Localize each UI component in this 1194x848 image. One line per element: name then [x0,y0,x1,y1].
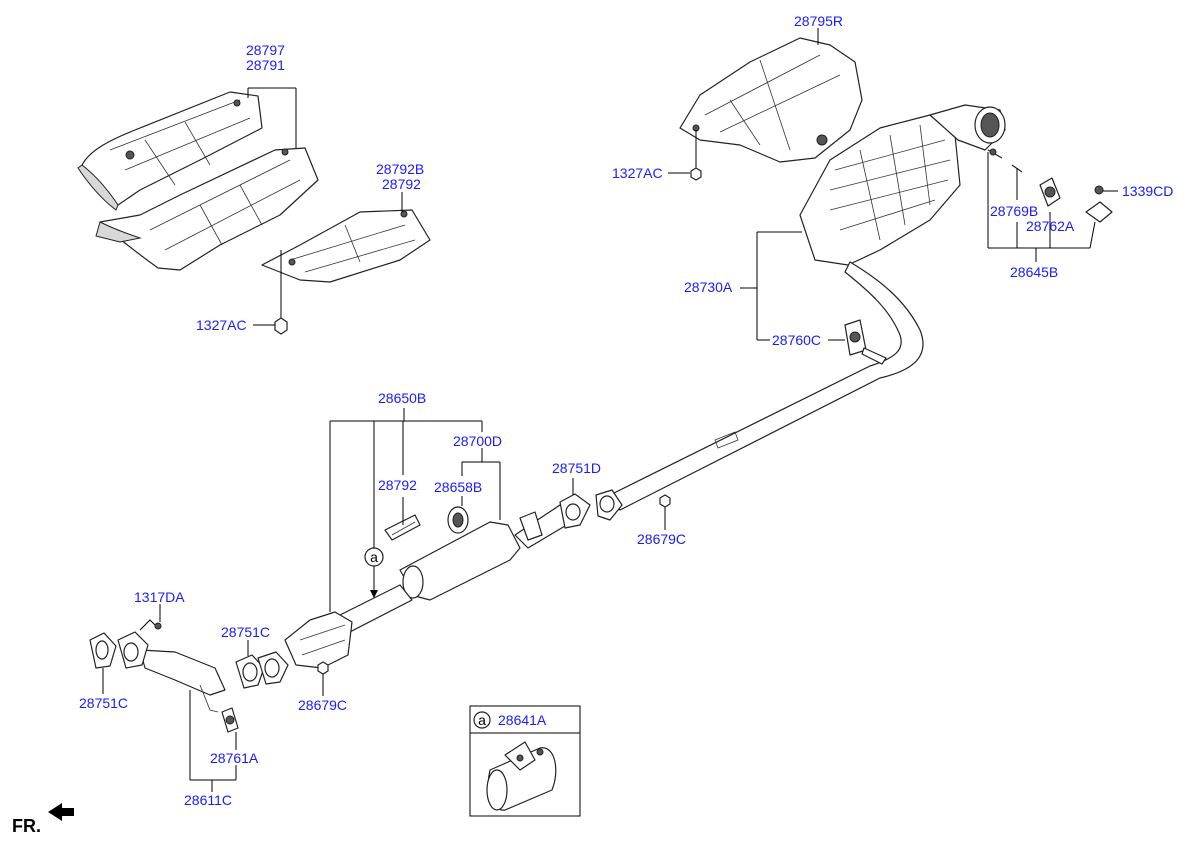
label-28761A: 28761A [210,750,259,766]
part-labels: 28797 28791 28792B 28792 1327AC 28795R 1… [12,13,1173,836]
label-28792B: 28792B [376,161,424,177]
front-pipe-28611C [117,631,226,713]
label-28792-top: 28792 [382,176,421,192]
front-direction-indicator [48,803,74,821]
nut-1327AC-left [274,250,288,335]
main-muffler-28730A [799,104,1006,266]
label-1339CD: 1339CD [1122,183,1173,199]
label-28679C-right: 28679C [637,531,686,547]
heat-shield-28792-mid [384,514,421,541]
nut-28679C-right [659,494,671,508]
hanger-28658B [447,506,469,534]
nut-1327AC-right [690,130,702,181]
heat-protector-28797 [77,91,263,211]
label-28679C-left: 28679C [298,697,347,713]
label-28751C-mid: 28751C [221,624,270,640]
label-28791: 28791 [246,57,285,73]
label-28645B: 28645B [1010,264,1058,280]
front-arrow-icon [48,803,74,821]
nut-28679C-left [317,661,329,675]
leader-lines [102,28,1118,792]
hanger-28761A [221,707,239,733]
heat-protector-28795R [679,37,863,163]
label-front: FR. [12,816,41,836]
label-1327AC-left: 1327AC [196,317,247,333]
bolt-1317DA [139,619,162,631]
inset-callout-letter: a [478,712,486,728]
hanger-28760C [844,319,887,365]
label-28641A: 28641A [498,712,547,728]
inset-clamp-28641A: a [469,705,581,817]
label-28792-mid: 28792 [378,477,417,493]
callout-a-letter: a [370,549,378,565]
label-28760C: 28760C [772,332,821,348]
label-28650B: 28650B [378,390,426,406]
gasket-28751D [559,489,623,529]
label-28762A: 28762A [1026,218,1075,234]
gasket-28751C-mid [235,651,289,689]
label-1317DA: 1317DA [134,589,185,605]
label-28658B: 28658B [434,479,482,495]
gasket-28751C-left [89,632,117,669]
center-muffler-28700D [399,504,576,601]
callout-a-marker: a [364,547,384,598]
label-28611C: 28611C [184,792,232,808]
label-28730A: 28730A [684,279,733,295]
label-28797: 28797 [246,42,285,58]
label-28795R: 28795R [794,13,843,29]
label-28769B: 28769B [990,203,1038,219]
heat-protector-28792 [261,209,431,283]
label-28751D: 28751D [552,460,601,476]
heat-protector-28791 [95,147,319,271]
label-28751C-left: 28751C [79,695,128,711]
label-28700D: 28700D [453,433,502,449]
exhaust-pipe-rear [607,261,924,511]
label-1327AC-right: 1327AC [612,165,663,181]
catalytic-converter [284,611,353,669]
